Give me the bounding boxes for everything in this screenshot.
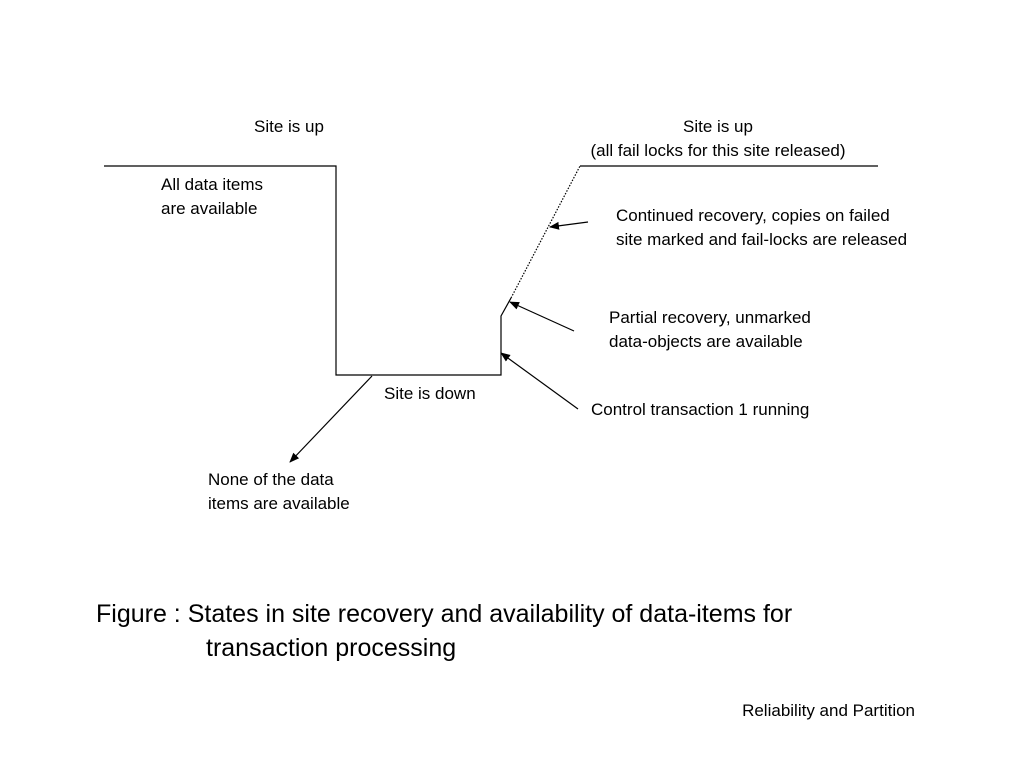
label-site-up-left: Site is up <box>254 117 324 136</box>
label-continued-recovery: Continued recovery, copies on failed sit… <box>616 204 907 252</box>
arrow-continued <box>549 221 589 230</box>
state-line-solid <box>104 165 512 376</box>
state-line-dotted <box>510 165 581 299</box>
label-site-up-right: Site is up (all fail locks for this site… <box>568 115 868 163</box>
label-control-transaction: Control transaction 1 running <box>591 400 810 419</box>
figure-caption-line2: transaction processing <box>206 634 457 662</box>
label-site-up-right-line2: (all fail locks for this site released) <box>590 141 846 160</box>
label-site-up-right-line1: Site is up <box>683 117 753 136</box>
slide-footer: Reliability and Partition <box>742 701 915 720</box>
label-none-line1: None of the data <box>208 470 334 489</box>
arrow-control <box>500 352 579 410</box>
label-continued-line1: Continued recovery, copies on failed <box>616 206 890 225</box>
figure-caption: Figure : States in site recovery and ava… <box>96 597 792 665</box>
label-partial-line2: data-objects are available <box>609 332 803 351</box>
arrow-none-available <box>289 375 373 463</box>
figure-caption-line1: Figure : States in site recovery and ava… <box>96 600 793 628</box>
label-continued-line2: site marked and fail-locks are released <box>616 230 908 249</box>
label-none-line2: items are available <box>208 494 350 513</box>
label-all-available: All data items are available <box>161 173 263 221</box>
label-all-available-line2: are available <box>161 199 258 218</box>
label-all-available-line1: All data items <box>161 175 264 194</box>
label-partial-recovery: Partial recovery, unmarked data-objects … <box>609 306 811 354</box>
label-partial-line1: Partial recovery, unmarked <box>609 308 811 327</box>
label-site-down: Site is down <box>384 384 476 403</box>
arrow-partial <box>509 301 575 332</box>
label-none-available: None of the data items are available <box>208 468 350 516</box>
